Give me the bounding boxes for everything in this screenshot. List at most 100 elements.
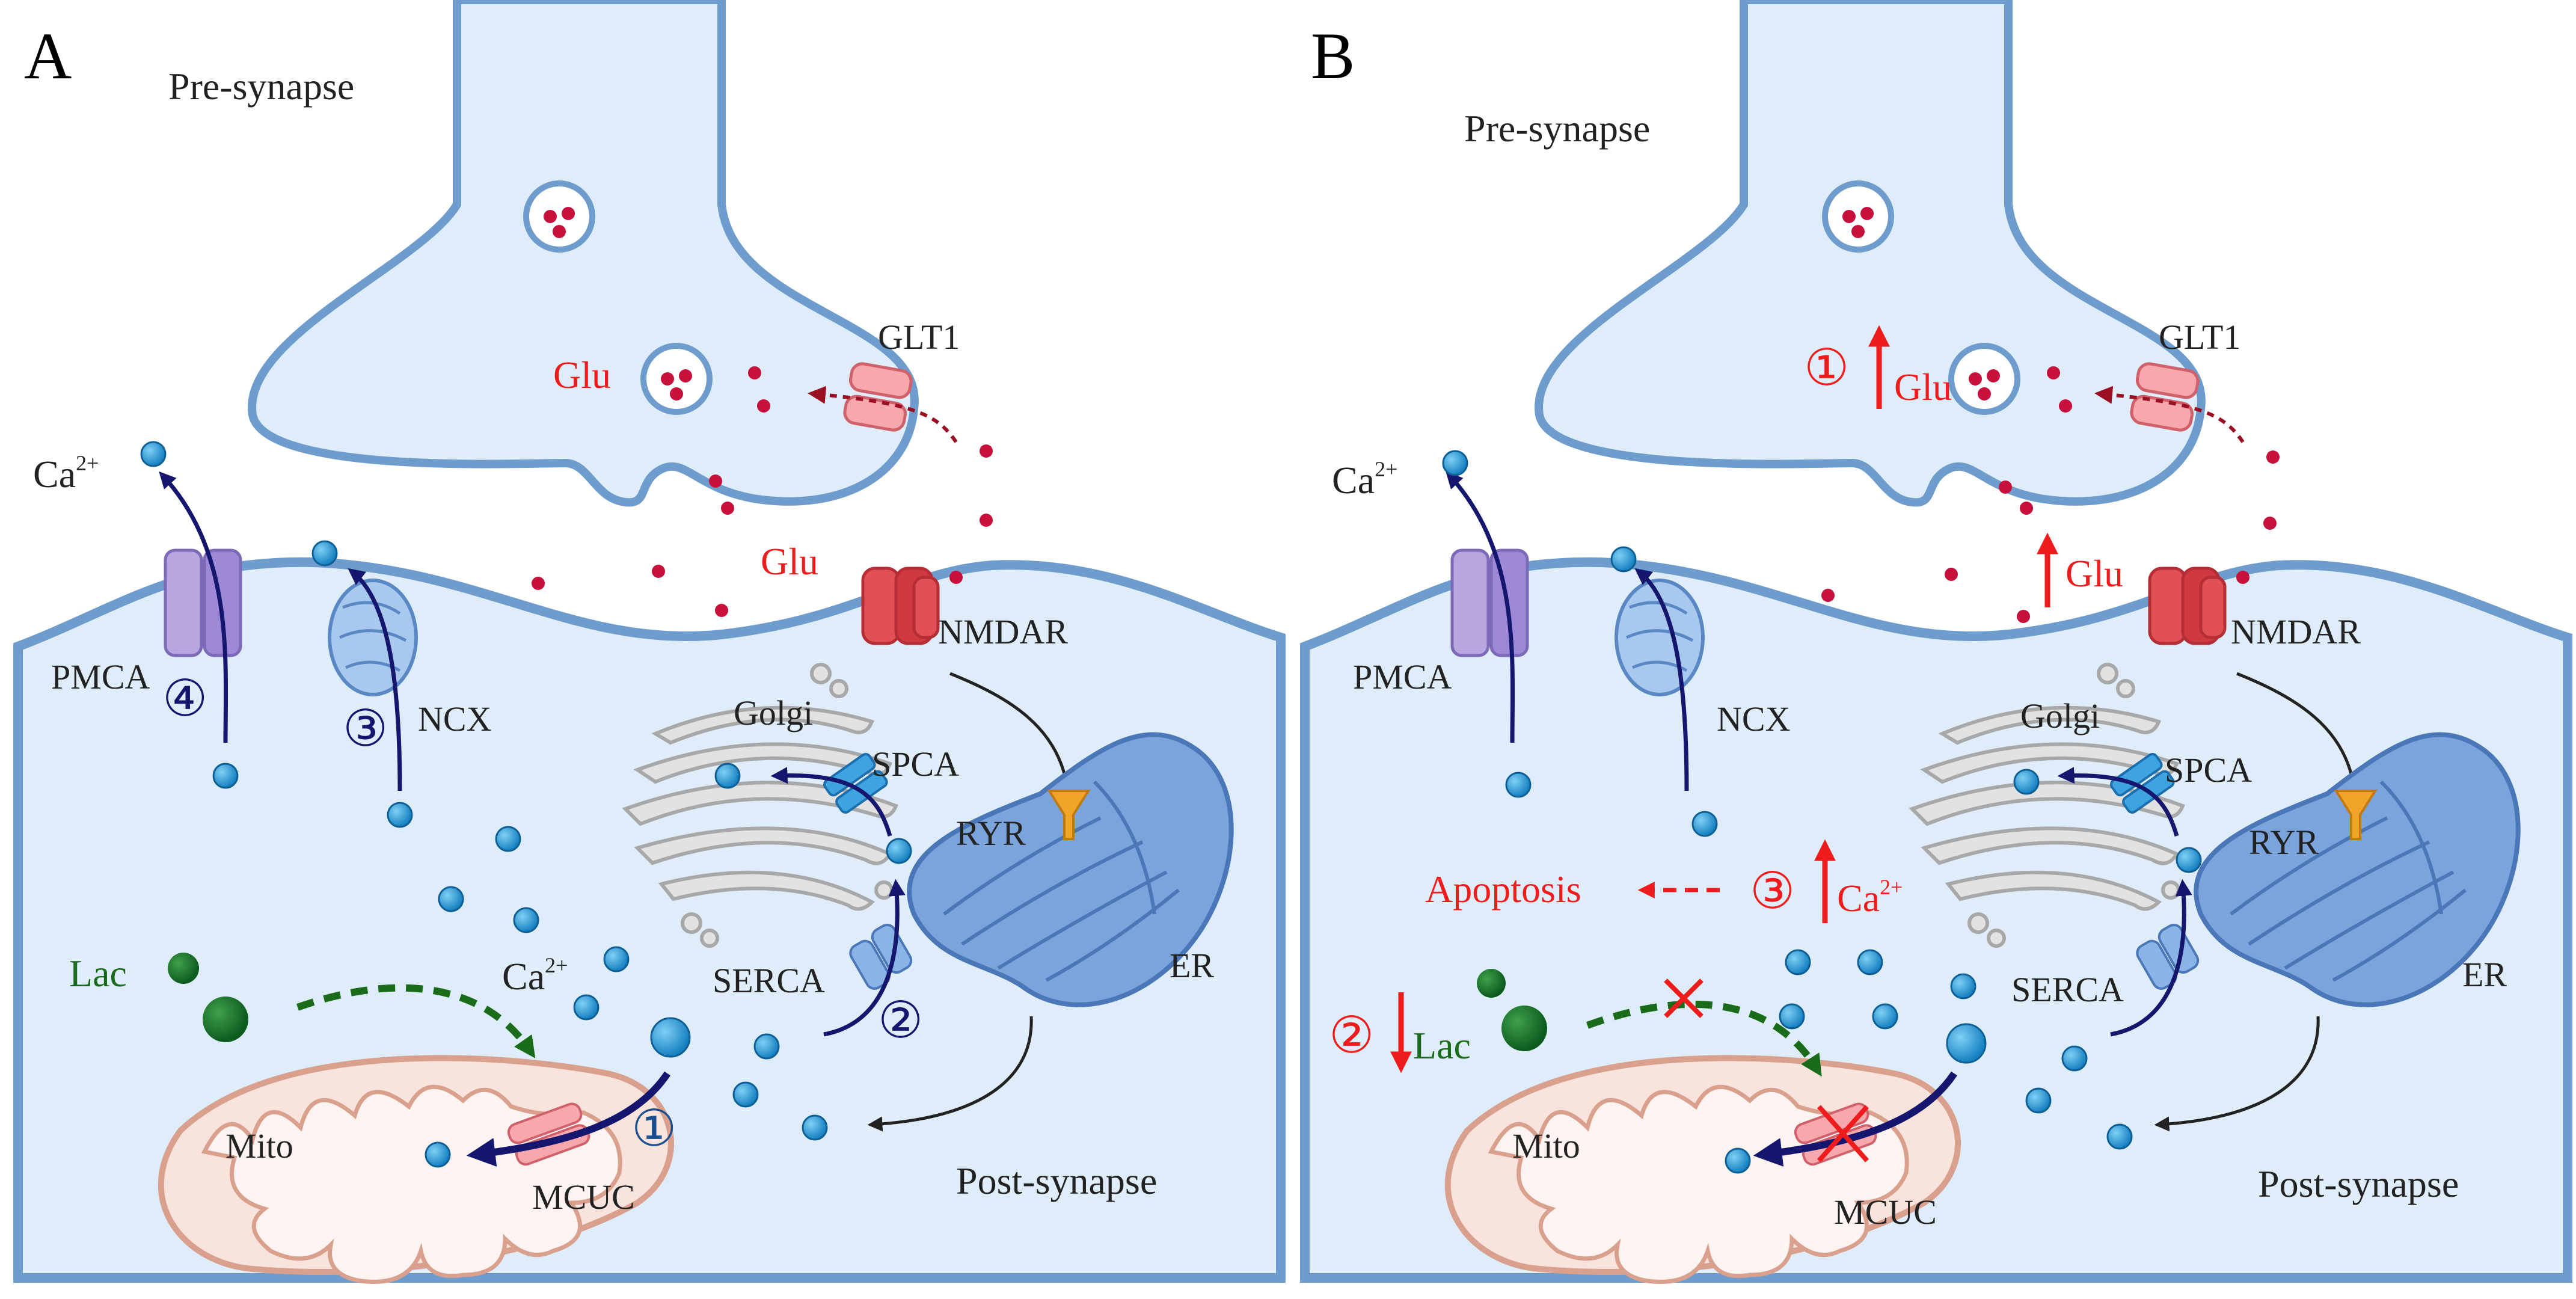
lactate-molecule (203, 997, 248, 1042)
er-release-arrow (2154, 1016, 2320, 1132)
glu-vesicle-label: Glu (553, 354, 611, 396)
endoplasmic-reticulum (907, 732, 1234, 1007)
step-3-marker: ③ (343, 701, 388, 757)
glt1-transporter (2130, 362, 2200, 432)
glutamate-reuptake-arrow (2094, 385, 2245, 443)
spca-label: SPCA (2165, 751, 2252, 790)
serca-pump (2136, 923, 2200, 990)
calcium-symbol: Ca (1837, 877, 1880, 920)
glutamate-reuptake-arrow (808, 385, 958, 443)
mcuc-arrow (1753, 1071, 1957, 1167)
pre-synaptic-terminal (1535, 0, 2206, 507)
serca-pump (849, 923, 913, 990)
glu-cleft-label: Glu (761, 540, 818, 583)
pmca-pump (1450, 548, 1529, 657)
spca-label: SPCA (872, 745, 959, 784)
pmca-label: PMCA (1353, 657, 1452, 696)
panel-letter: A (24, 19, 72, 93)
glt1-transporter (843, 362, 913, 432)
calcium-charge: 2+ (1375, 457, 1397, 481)
ncx-exchanger (328, 579, 418, 696)
step-2-marker: ② (1329, 1008, 1374, 1064)
ncx-label: NCX (1717, 699, 1790, 739)
pre-synapse-label: Pre-synapse (1464, 107, 1650, 150)
step-1-marker: ① (1804, 340, 1849, 396)
serca-label: SERCA (2011, 970, 2124, 1009)
calcium-charge: 2+ (1880, 875, 1903, 899)
ncx-arrow (348, 568, 402, 791)
lac-label: Lac (69, 952, 127, 995)
mcuc-label: MCUC (1834, 1193, 1937, 1232)
lactate-block-cross (1664, 978, 1704, 1018)
calcium-symbol: Ca (33, 453, 76, 496)
ncx-arrow (1634, 568, 1689, 791)
pmca-arrow (1446, 471, 1515, 743)
nmdar-to-ryr-arrow (2236, 672, 2360, 793)
golgi-apparatus (1909, 663, 2185, 948)
ryr-label: RYR (2249, 823, 2319, 862)
synaptic-vesicle (1822, 180, 1894, 253)
er-label: ER (2462, 955, 2507, 994)
lactate-molecule (1501, 1006, 1547, 1051)
mcuc-arrow (466, 1071, 670, 1167)
nmdar-label: NMDAR (938, 612, 1068, 651)
step-1-marker: ① (631, 1101, 676, 1157)
serca-label: SERCA (713, 961, 825, 1000)
nmdar-receptor (2148, 567, 2227, 645)
calcium-symbol: Ca (1332, 459, 1375, 502)
serca-arrow (2110, 879, 2192, 1037)
ryr-channel (2334, 790, 2378, 840)
nmdar-to-ryr-arrow (949, 672, 1073, 793)
calcium-symbol: Ca (502, 955, 545, 998)
synaptic-vesicle (1948, 343, 2020, 415)
mito-label: Mito (225, 1126, 293, 1165)
er-release-arrow (867, 1016, 1033, 1132)
glu-vesicle-label: Glu (1894, 366, 1952, 408)
calcium-charge: 2+ (545, 953, 568, 977)
pre-synapse-label: Pre-synapse (168, 65, 354, 108)
post-synapse-label: Post-synapse (956, 1159, 1157, 1202)
spca-arrow (770, 767, 892, 837)
calcium-charge: 2+ (76, 451, 99, 475)
endoplasmic-reticulum (2194, 732, 2521, 1007)
apoptosis-label: Apoptosis (1425, 868, 1581, 911)
calcium-ions (1442, 450, 2202, 1174)
lactate-molecule (1477, 969, 1506, 998)
nmdar-label: NMDAR (2231, 612, 2361, 651)
ryr-channel (1047, 790, 1091, 840)
lactate-transport-arrow (296, 984, 536, 1058)
panel-letter: B (1311, 19, 1355, 93)
synaptic-vesicle (523, 180, 595, 253)
golgi-label: Golgi (734, 693, 813, 732)
pmca-pump (164, 548, 242, 657)
step-4-marker: ④ (162, 671, 207, 727)
lac-label: Lac (1413, 1024, 1471, 1067)
glt1-label: GLT1 (878, 318, 960, 357)
glutamate-dots (532, 366, 993, 617)
glu-cleft-label: Glu (2065, 552, 2123, 595)
panel-a: A Pre-synapse Post-synapse Glu Glu GLT1 … (13, 0, 1286, 1284)
step-3-marker: ③ (1750, 864, 1795, 920)
glutamate-dots (1821, 366, 2280, 623)
panel-b: B Pre-synapse Post-synapse Glu Glu GLT1 … (1300, 0, 2572, 1284)
synaptic-vesicle (640, 343, 713, 415)
lactate-transport-arrow (1586, 1000, 1822, 1077)
mito-label: Mito (1512, 1126, 1580, 1165)
calcium-top-label: Ca2+ (1332, 457, 1397, 502)
pmca-label: PMCA (51, 657, 150, 696)
spca-arrow (2057, 767, 2179, 837)
mcuc-block-cross (1817, 1105, 1869, 1162)
calcium-top-label: Ca2+ (33, 451, 99, 496)
pmca-arrow (159, 471, 228, 743)
post-synapse-label: Post-synapse (2258, 1162, 2459, 1205)
ncx-label: NCX (418, 699, 491, 739)
mcuc-label: MCUC (532, 1178, 635, 1217)
er-label: ER (1170, 946, 1214, 985)
nmdar-receptor (861, 567, 940, 645)
ncx-exchanger (1615, 579, 1705, 696)
calcium-ions (140, 441, 912, 1168)
glt1-label: GLT1 (2159, 318, 2240, 357)
golgi-label: Golgi (2020, 696, 2100, 735)
step-2-marker: ② (878, 993, 923, 1049)
